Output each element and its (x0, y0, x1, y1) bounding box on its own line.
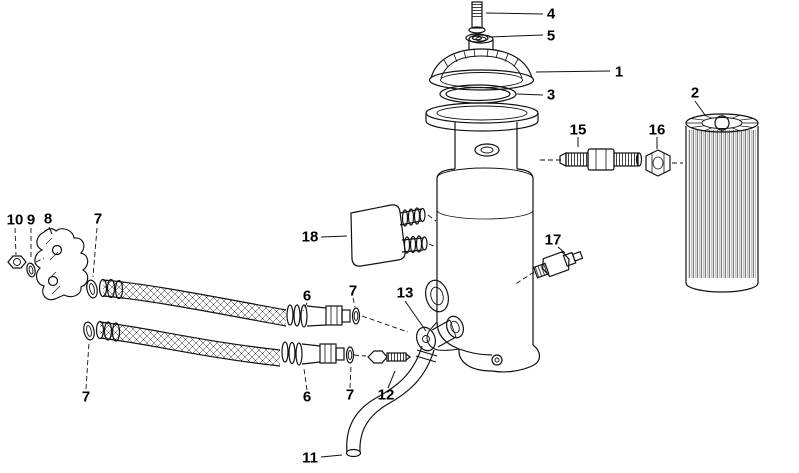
part-label-1: 1 (614, 63, 624, 81)
part-bracket (34, 228, 89, 301)
part-label-4: 4 (546, 5, 556, 23)
part-oring-left-top (86, 279, 98, 299)
part-bolt (468, 1, 486, 34)
part-label-11: 11 (302, 449, 318, 467)
part-screw (367, 350, 411, 364)
part-label-7-d: 7 (345, 386, 355, 404)
part-label-7-c: 7 (348, 282, 358, 300)
part-label-16: 16 (648, 121, 666, 139)
part-label-2: 2 (690, 84, 700, 102)
leader-lines-solid (48, 12, 706, 458)
leader-lines-dashed (14, 159, 683, 391)
part-label-8: 8 (43, 210, 53, 228)
part-label-12: 12 (377, 386, 395, 404)
part-nut-small (7, 255, 27, 269)
part-label-9: 9 (26, 211, 36, 229)
part-adapter-block (350, 204, 428, 267)
part-label-10: 10 (6, 211, 24, 229)
part-oring-cover (439, 84, 517, 104)
part-label-7-b: 7 (81, 388, 91, 406)
part-cover-cap (428, 34, 535, 91)
part-label-5: 5 (546, 27, 556, 45)
part-fitting-bottom (281, 341, 355, 366)
part-label-6-a: 6 (302, 287, 312, 305)
part-label-18: 18 (301, 228, 319, 246)
part-filter-housing (424, 102, 541, 373)
part-washer (465, 33, 489, 43)
part-filter-element (685, 113, 759, 293)
part-fitting-top (286, 304, 361, 328)
part-label-17: 17 (544, 231, 562, 249)
part-nut-hex (645, 149, 671, 177)
part-label-15: 15 (569, 121, 587, 139)
part-label-6-b: 6 (302, 388, 312, 406)
part-oring-left-bottom (83, 321, 95, 341)
part-stud (559, 148, 643, 171)
part-hose-bottom (95, 320, 281, 367)
part-sensor (532, 250, 584, 279)
part-banjo-union (415, 319, 457, 352)
part-label-13: 13 (396, 284, 414, 302)
part-label-3: 3 (546, 86, 556, 104)
part-return-hose (345, 345, 438, 458)
part-hose-top (98, 278, 287, 327)
part-washer-small (26, 262, 36, 278)
part-label-7-a: 7 (93, 210, 103, 228)
